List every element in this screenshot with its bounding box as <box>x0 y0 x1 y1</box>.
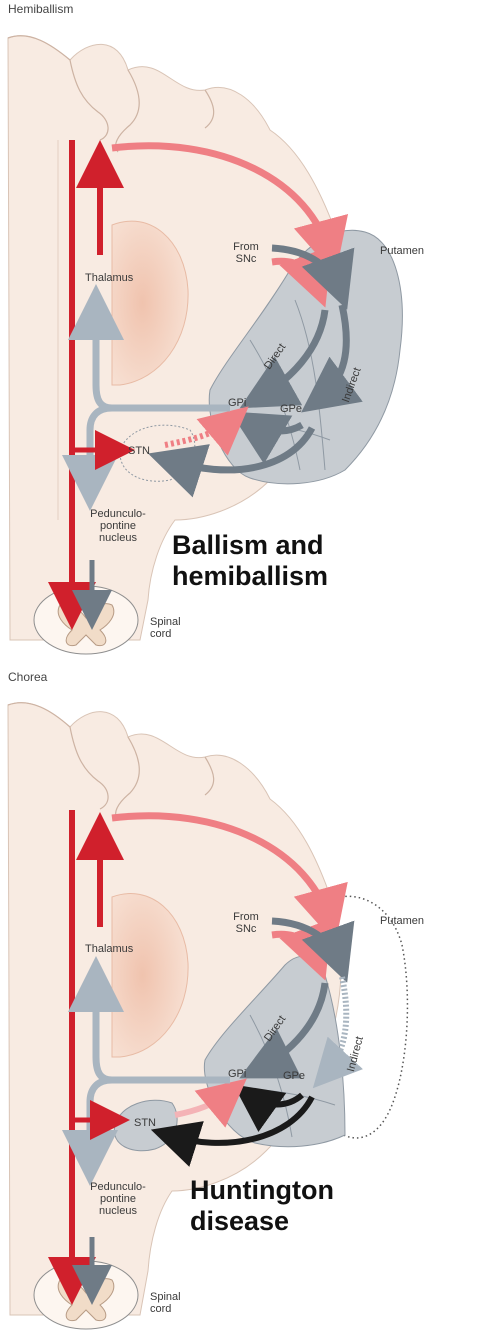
chorea-panel: Chorea From SNc Putamen Thalamus Direct … <box>0 665 486 1340</box>
stn-label: STN <box>134 1117 156 1129</box>
chorea-diagram <box>7 702 409 1330</box>
caption-line-1: Ballism and <box>172 530 324 560</box>
ppn-line-3: nucleus <box>99 532 137 544</box>
snc-gray-arrow <box>271 244 355 310</box>
spinal-cord-label: Spinal cord <box>150 1291 181 1315</box>
stn-to-gpi-arrow <box>174 1078 247 1128</box>
thalamus-shape <box>111 893 189 1058</box>
putamen-dotted-outline <box>319 895 409 1139</box>
putamen-label: Putamen <box>380 245 425 257</box>
panel-caption: Ballism and hemiballism <box>172 530 328 592</box>
from-snc-label: From SNc <box>226 911 266 935</box>
hemiballism-panel: Hemiballism From SNc Putamen Thalamus Di… <box>0 0 486 665</box>
caption-line-1: Huntington <box>190 1175 334 1205</box>
thalamus-label: Thalamus <box>85 943 134 955</box>
panel-heading: Chorea <box>8 670 48 684</box>
putamen-label: Putamen <box>380 915 425 927</box>
hemiballism-diagram <box>7 35 403 655</box>
gpi-to-ppn-arrow <box>62 404 118 511</box>
ppn-line-3: nucleus <box>99 1205 137 1217</box>
ppn-line-2: pontine <box>99 520 137 532</box>
direct-pathway-arrow <box>239 982 329 1079</box>
snc-gray-arrow <box>271 917 355 983</box>
spinal-line-2: cord <box>150 628 172 640</box>
ppn-line-1: Pedunculo- <box>90 1181 146 1193</box>
thalamus-label: Thalamus <box>85 272 134 284</box>
gpe-to-gpi-arrow <box>229 411 304 464</box>
gpe-to-stn-arrow <box>148 426 316 498</box>
gpe-label: GPe <box>283 1070 306 1082</box>
snc-label-line: SNc <box>235 253 257 265</box>
spinal-line-1: Spinal <box>150 1291 181 1303</box>
corticostriatal-arrow <box>111 142 348 276</box>
spinal-line-2: cord <box>150 1303 172 1315</box>
stn-to-gpi-arrow <box>164 406 249 456</box>
from-snc-label: From SNc <box>226 241 266 265</box>
from-label-line: From <box>233 911 259 923</box>
ppn-label: Pedunculo- pontine nucleus <box>78 1181 158 1217</box>
ppn-line-2: pontine <box>99 1193 137 1205</box>
gpe-to-gpi-arrow <box>233 1084 304 1132</box>
ppn-label: Pedunculo- pontine nucleus <box>78 508 158 544</box>
indirect-pathway-arrow <box>312 976 363 1089</box>
corticostriatal-arrow <box>111 812 348 944</box>
spinal-line-1: Spinal <box>150 616 181 628</box>
spinal-cord-label: Spinal cord <box>150 616 181 640</box>
panel-heading: Hemiballism <box>8 2 74 16</box>
gpe-to-stn-arrow <box>150 1095 315 1167</box>
caption-line-2: disease <box>190 1206 290 1236</box>
from-label-line: From <box>233 241 259 253</box>
thalamus-shape <box>111 220 189 386</box>
gpi-label: GPi <box>228 397 247 409</box>
stn-label: STN <box>128 445 150 457</box>
caption-line-2: hemiballism <box>172 561 329 591</box>
gpi-label: GPi <box>228 1068 247 1080</box>
ppn-line-1: Pedunculo- <box>90 508 146 520</box>
indirect-pathway-arrow <box>301 304 363 413</box>
panel-caption: Huntington disease <box>190 1175 334 1237</box>
snc-label-line: SNc <box>235 923 257 935</box>
gpe-label: GPe <box>280 403 303 415</box>
